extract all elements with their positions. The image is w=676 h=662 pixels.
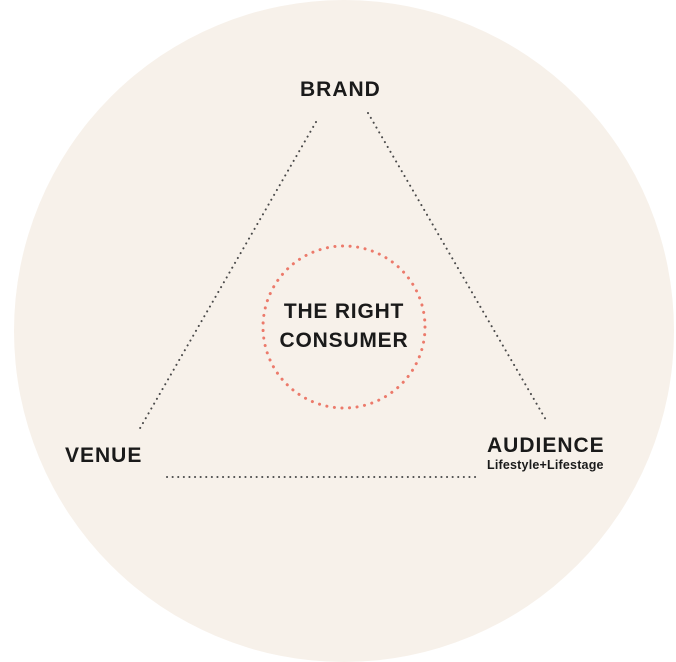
- center-label-line1: THE RIGHT: [283, 300, 405, 323]
- focus-ring: [261, 244, 427, 410]
- edge-brand-venue: [138, 121, 317, 431]
- node-venue-label: VENUE: [65, 444, 143, 467]
- node-audience: AUDIENCE Lifestyle+Lifestage: [487, 434, 605, 472]
- node-audience-label: AUDIENCE: [487, 434, 605, 457]
- center-label-line2: CONSUMER: [279, 329, 409, 352]
- node-venue: VENUE: [65, 444, 142, 468]
- edge-brand-audience: [367, 112, 547, 421]
- center-label: THE RIGHT CONSUMER: [261, 297, 427, 355]
- node-brand-label: BRAND: [300, 78, 381, 101]
- node-audience-sublabel: Lifestyle+Lifestage: [487, 458, 604, 472]
- node-brand: BRAND: [300, 78, 381, 102]
- background-circle: [14, 0, 674, 662]
